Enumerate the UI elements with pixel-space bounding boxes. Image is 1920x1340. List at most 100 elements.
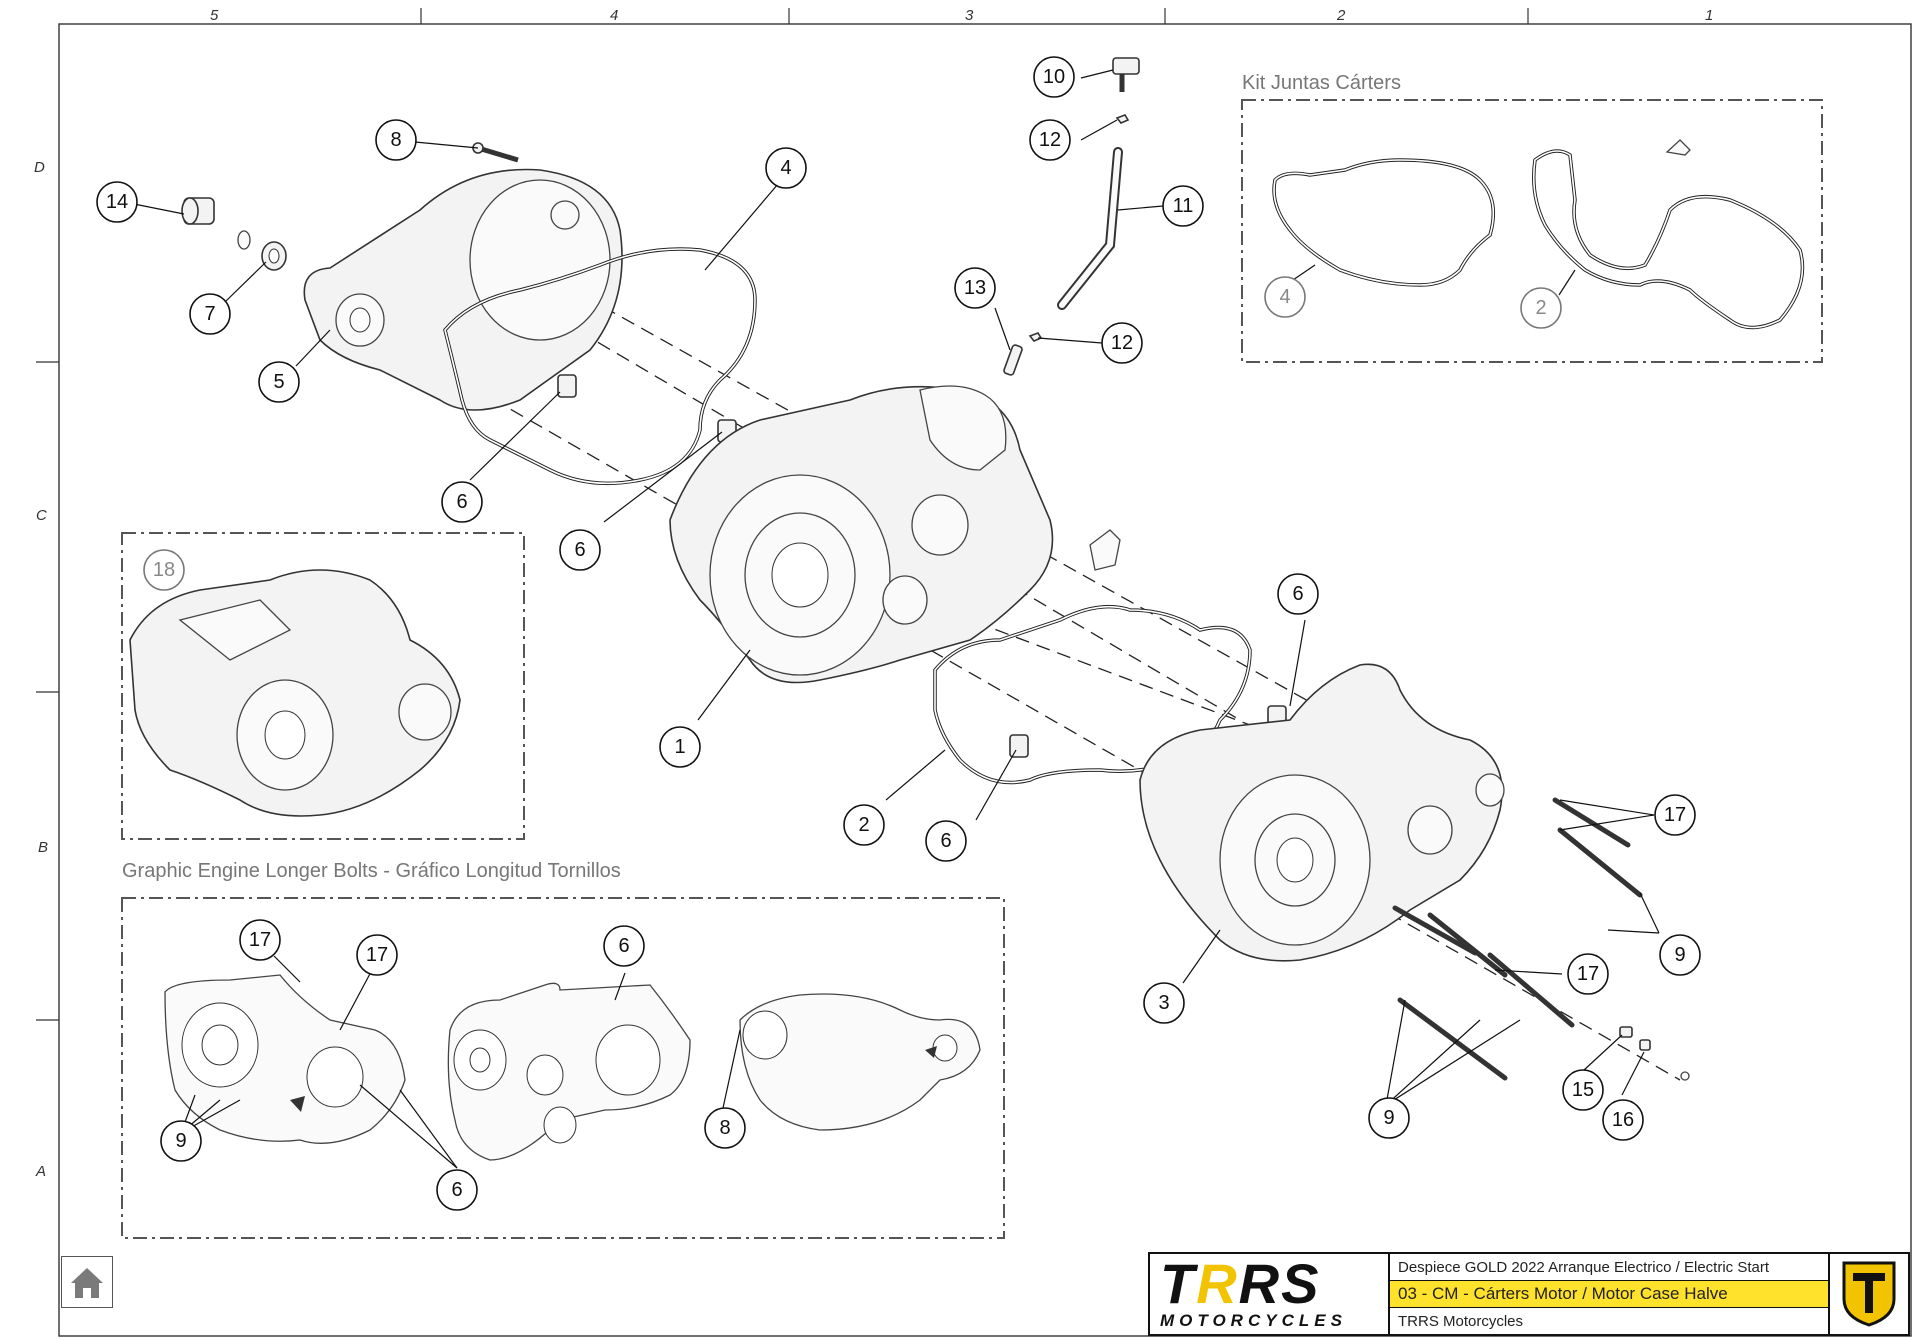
svg-text:4: 4 bbox=[780, 157, 791, 179]
svg-text:6: 6 bbox=[456, 491, 467, 513]
part-13-tube bbox=[1003, 344, 1023, 376]
title-line-2: 03 - CM - Cárters Motor / Motor Case Hal… bbox=[1390, 1281, 1828, 1308]
part-12-clip-top bbox=[1115, 114, 1130, 124]
bolts-callout-9[interactable]: 9 bbox=[160, 1120, 202, 1162]
callout-9a[interactable]: 9 bbox=[1659, 934, 1701, 976]
svg-text:6: 6 bbox=[451, 1179, 462, 1201]
part-5-clutch-cover bbox=[303, 168, 623, 411]
svg-text:7: 7 bbox=[204, 303, 215, 325]
bolts-callout-17b[interactable]: 17 bbox=[356, 934, 398, 976]
logo-letter-r: R bbox=[1238, 1252, 1282, 1315]
assembly-18-engine bbox=[129, 569, 461, 817]
bolts-title: Graphic Engine Longer Bolts - Gráfico Lo… bbox=[122, 860, 621, 882]
svg-text:18: 18 bbox=[153, 559, 175, 581]
callout-11[interactable]: 11 bbox=[1162, 185, 1204, 227]
part-11-hose-inner bbox=[1059, 149, 1121, 308]
callout-6c[interactable]: 6 bbox=[925, 820, 967, 862]
callout-2[interactable]: 2 bbox=[843, 804, 885, 846]
svg-text:6: 6 bbox=[618, 935, 629, 957]
callout-10[interactable]: 10 bbox=[1033, 56, 1075, 98]
svg-text:17: 17 bbox=[1664, 804, 1686, 826]
part-7-seal bbox=[237, 230, 287, 271]
trrs-logo-subtitle: MOTORCYCLES bbox=[1160, 1311, 1347, 1330]
bolts-view-left-case bbox=[447, 982, 691, 1161]
title-line-1: Despiece GOLD 2022 Arranque Electrico / … bbox=[1390, 1254, 1828, 1281]
callout-6a[interactable]: 6 bbox=[441, 481, 483, 523]
col-label-4: 4 bbox=[610, 7, 618, 24]
trrs-logo-wordmark: TRRS bbox=[1160, 1256, 1388, 1312]
part-14-plug bbox=[181, 197, 215, 225]
callout-15[interactable]: 15 bbox=[1562, 1069, 1604, 1111]
logo-letter-s: S bbox=[1281, 1252, 1321, 1315]
kit-title: Kit Juntas Cárters bbox=[1242, 72, 1401, 94]
bolts-callout-6b[interactable]: 6 bbox=[436, 1169, 478, 1211]
part-8-bolt bbox=[472, 142, 519, 163]
callout-17b[interactable]: 17 bbox=[1567, 953, 1609, 995]
callout-17a[interactable]: 17 bbox=[1654, 794, 1696, 836]
svg-text:9: 9 bbox=[1674, 944, 1685, 966]
bolts-callout-6a[interactable]: 6 bbox=[603, 925, 645, 967]
row-label-a: A bbox=[35, 1163, 46, 1180]
svg-text:5: 5 bbox=[273, 371, 284, 393]
callout-9b[interactable]: 9 bbox=[1368, 1097, 1410, 1139]
kit-callout-2[interactable]: 2 bbox=[1520, 287, 1562, 329]
drawing-frame bbox=[58, 23, 1912, 1337]
kit-bracket bbox=[1665, 139, 1691, 156]
svg-text:6: 6 bbox=[940, 830, 951, 852]
col-label-1: 1 bbox=[1705, 7, 1713, 24]
callout-16[interactable]: 16 bbox=[1602, 1099, 1644, 1141]
svg-text:1: 1 bbox=[674, 736, 685, 758]
svg-text:4: 4 bbox=[1279, 286, 1290, 308]
home-button[interactable] bbox=[61, 1256, 113, 1308]
svg-text:8: 8 bbox=[390, 129, 401, 151]
kit-box bbox=[1241, 99, 1823, 363]
callout-18[interactable]: 18 bbox=[143, 549, 185, 591]
svg-text:2: 2 bbox=[858, 814, 869, 836]
bolts-callout-17a[interactable]: 17 bbox=[239, 919, 281, 961]
callout-3[interactable]: 3 bbox=[1143, 982, 1185, 1024]
small-bracket bbox=[1089, 529, 1121, 571]
logo-letter-t: T bbox=[1160, 1252, 1197, 1315]
logo-letter-r-yellow: R bbox=[1196, 1252, 1239, 1315]
svg-text:6: 6 bbox=[1292, 583, 1303, 605]
kit-gasket-4 bbox=[1272, 158, 1496, 287]
callout-12a[interactable]: 12 bbox=[1029, 119, 1071, 161]
svg-text:12: 12 bbox=[1111, 332, 1133, 354]
assembly-18-box bbox=[121, 532, 525, 840]
part-10-fitting bbox=[1112, 57, 1140, 92]
parts-15-16 bbox=[1619, 1026, 1690, 1081]
part-2-gasket bbox=[933, 604, 1252, 785]
bolts-callout-8[interactable]: 8 bbox=[704, 1107, 746, 1149]
title-rows: Despiece GOLD 2022 Arranque Electrico / … bbox=[1390, 1254, 1830, 1334]
callout-6b[interactable]: 6 bbox=[559, 529, 601, 571]
trrs-badge bbox=[1830, 1254, 1908, 1334]
callout-12b[interactable]: 12 bbox=[1101, 322, 1143, 364]
svg-text:12: 12 bbox=[1039, 129, 1061, 151]
svg-text:13: 13 bbox=[964, 277, 986, 299]
part-12-clip-bottom bbox=[1028, 332, 1043, 342]
svg-text:15: 15 bbox=[1572, 1079, 1594, 1101]
bolts-view-cover bbox=[739, 993, 981, 1131]
col-label-3: 3 bbox=[965, 7, 974, 24]
callout-1[interactable]: 1 bbox=[659, 726, 701, 768]
part-1-left-crankcase bbox=[669, 385, 1054, 684]
svg-text:17: 17 bbox=[1577, 963, 1599, 985]
callout-5[interactable]: 5 bbox=[258, 361, 300, 403]
svg-text:9: 9 bbox=[175, 1130, 186, 1152]
column-ticks bbox=[36, 8, 1529, 1021]
col-label-2: 2 bbox=[1336, 7, 1346, 24]
svg-text:17: 17 bbox=[249, 929, 271, 951]
callout-13[interactable]: 13 bbox=[954, 267, 996, 309]
col-label-5: 5 bbox=[210, 7, 219, 24]
callout-7[interactable]: 7 bbox=[189, 293, 231, 335]
title-block: TRRS MOTORCYCLES Despiece GOLD 2022 Arra… bbox=[1148, 1252, 1910, 1336]
part-4-gasket bbox=[443, 247, 757, 486]
kit-callout-4[interactable]: 4 bbox=[1264, 276, 1306, 318]
callout-4[interactable]: 4 bbox=[765, 147, 807, 189]
callout-14[interactable]: 14 bbox=[96, 181, 138, 223]
callout-6d[interactable]: 6 bbox=[1277, 573, 1319, 615]
callout-8[interactable]: 8 bbox=[375, 119, 417, 161]
row-label-c: C bbox=[36, 507, 47, 524]
title-line-3: TRRS Motorcycles bbox=[1398, 1312, 1524, 1330]
